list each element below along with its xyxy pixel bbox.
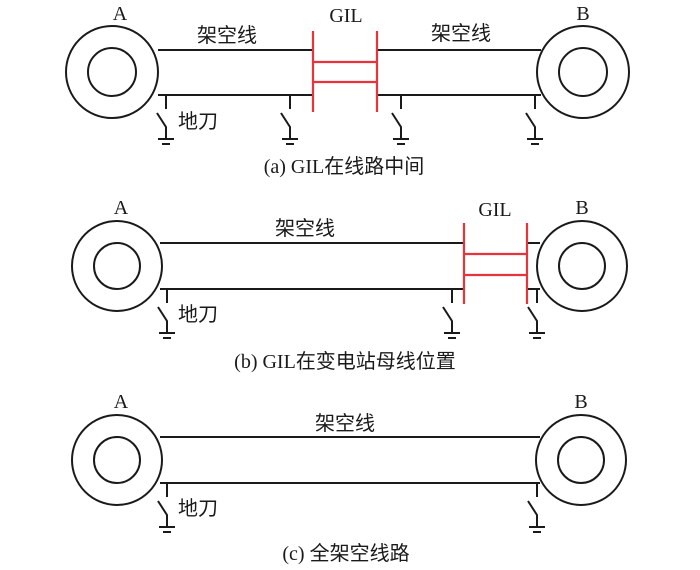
substation-a [71,220,163,312]
node-b-label: B [574,391,587,413]
substation-b [536,25,630,119]
substation-b-inner-ring [558,47,608,97]
panel-a: A B GIL 架空线 架空线 地刀 (a) GIL [65,3,630,178]
overhead-line-label: 架空线 [275,216,335,240]
ground-switch-icon [391,95,409,145]
ground-switch-icon [280,95,298,145]
overhead-line-label: 架空线 [197,23,257,47]
node-b-label: B [576,3,589,25]
gil-section [311,31,379,112]
panel-b: A B GIL 架空线 地刀 (b) GIL在变电站母线位置 [71,197,628,373]
substation-a-inner-ring [87,47,137,97]
substation-a-inner-ring [93,242,141,290]
substation-b-inner-ring [558,242,606,290]
ground-switch-icon [156,95,174,145]
panel-a-caption: (a) GIL在线路中间 [264,155,425,178]
ground-switch-icon [157,289,175,339]
substation-b-inner-ring [557,436,605,484]
node-b-label: B [575,197,588,219]
ground-switch-icon [527,289,545,339]
ground-switch-icon [525,95,543,145]
substation-a [71,414,163,506]
substation-b [535,414,627,506]
ground-switch-icon [157,483,175,533]
substation-a-inner-ring [93,436,141,484]
panel-b-caption: (b) GIL在变电站母线位置 [234,350,456,373]
gil-label: GIL [478,199,511,221]
substation-b [536,220,628,312]
ground-switch-icon [442,289,460,339]
node-a-label: A [113,3,128,25]
substation-a [65,25,159,119]
overhead-line-label: 架空线 [431,21,491,45]
panel-c-caption: (c) 全架空线路 [282,542,409,565]
ground-switch-label: 地刀 [178,109,218,133]
ground-switch-label: 地刀 [178,302,218,326]
overhead-line-label: 架空线 [315,411,375,435]
node-a-label: A [114,391,129,413]
panel-c: A B 架空线 地刀 (c) 全架空线路 [71,391,627,565]
ground-switch-label: 地刀 [178,496,218,520]
ground-switch-icon [527,483,545,533]
gil-label: GIL [329,5,362,27]
gil-section [462,223,529,304]
node-a-label: A [114,197,129,219]
